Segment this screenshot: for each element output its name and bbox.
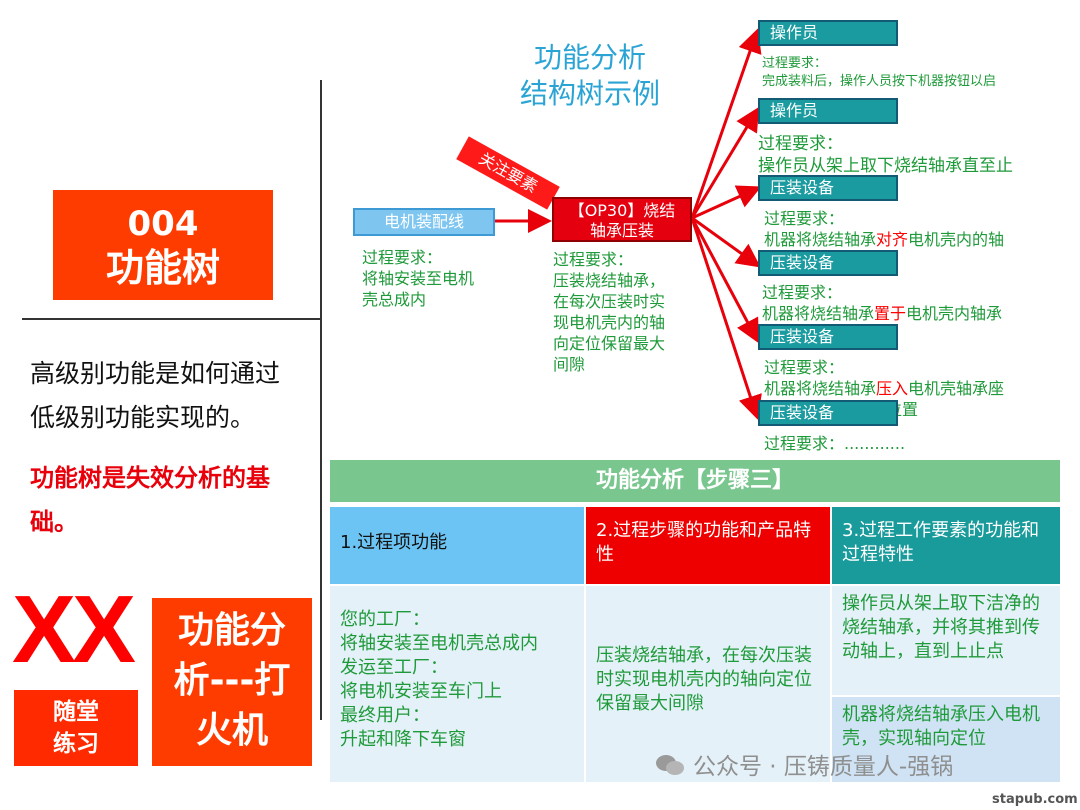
diagram-title-line: 功能分析: [533, 41, 646, 74]
req-label: 过程要求：: [764, 209, 845, 228]
req-label: 过程要求：: [762, 283, 843, 302]
watermark-text: 公众号 · 压铸质量人-强锅: [693, 754, 954, 780]
req-line: 壳总成内: [362, 290, 427, 309]
practice-line: 练习: [53, 731, 99, 757]
root-node-requirement: 过程要求： 将轴安装至电机 壳总成内: [362, 247, 512, 310]
branch-requirement: 过程要求： 机器将烧结轴承压入电机壳轴承座 向位置: [764, 357, 1054, 420]
exercise-line: 功能分: [177, 610, 286, 651]
req-line: 现电机壳内的轴: [553, 313, 666, 332]
req-line: 机器将烧结轴承压入电机壳轴承座: [764, 378, 1054, 399]
table-cell-process-item: 您的工厂： 将轴安装至电机壳总成内 发运至工厂： 将电机安装至车门上 最终用户：…: [330, 586, 584, 782]
req-line: 压装烧结轴承，: [553, 271, 666, 290]
highlight-line: 础。: [30, 508, 78, 536]
req-line: 间隙: [553, 355, 586, 374]
exercise-title-badge: 功能分 析---打 火机: [152, 598, 312, 766]
table-cell-process-step: 压装烧结轴承，在每次压装时实现电机壳内的轴向定位保留最大间隙: [586, 586, 830, 782]
arrow-op-to-branch: [690, 106, 760, 219]
table-cell-work-element: 操作员从架上取下洁净的烧结轴承，并将其推到传动轴上，直到上止点: [832, 586, 1060, 695]
req-keyword: 对齐: [876, 230, 909, 249]
branch-node-box: 压装设备: [758, 250, 898, 276]
op-node-box: 【OP30】烧结 轴承压装: [552, 197, 692, 242]
section-title: 功能树: [105, 246, 220, 290]
exercise-line: 火机: [195, 710, 268, 751]
watermark: 公众号 · 压铸质量人-强锅: [655, 752, 953, 782]
section-badge: 004 功能树: [53, 190, 273, 300]
branch-node-box: 压装设备: [758, 175, 898, 201]
req-text: 机器将烧结轴承: [762, 304, 875, 323]
highlight-line: 功能树是失效分析的基: [30, 464, 270, 492]
diagram-title: 功能分析 结构树示例: [505, 40, 675, 112]
req-text: 机器将烧结轴承: [764, 379, 877, 398]
arrow-op-to-branch: [691, 216, 761, 268]
practice-badge: 随堂 练习: [14, 690, 138, 766]
branch-node-box: 压装设备: [758, 400, 898, 426]
req-text: 电机壳内的轴: [908, 230, 1005, 249]
table-header-cell: 2.过程步骤的功能和产品特性: [586, 507, 830, 584]
practice-line: 随堂: [53, 699, 99, 725]
req-keyword: 置于: [874, 304, 907, 323]
divider-horizontal: [22, 318, 320, 320]
branch-requirement: 过程要求： 完成装料后，操作人员按下机器按钮以启: [762, 55, 1042, 91]
req-label: 过程要求：: [758, 134, 843, 154]
section-number: 004: [127, 204, 199, 244]
arrow-op-to-branch: [690, 28, 762, 219]
op-box-line: 轴承压装: [589, 221, 654, 240]
intro-highlight: 功能树是失效分析的基 础。: [30, 456, 315, 544]
req-label: 过程要求：: [764, 358, 845, 377]
wechat-icon: [656, 755, 684, 775]
table-cell-work-element: 机器将烧结轴承压入电机壳，实现轴向定位: [832, 697, 1060, 782]
site-credit: stapub.com: [992, 792, 1078, 807]
table-header-cell: 1.过程项功能: [330, 507, 584, 584]
op-box-line: 【OP30】烧结: [568, 201, 676, 220]
branch-node-box: 操作员: [758, 20, 898, 46]
table-header-cell: 3.过程工作要素的功能和过程特性: [832, 507, 1060, 584]
cell-line: 发运至工厂：: [340, 657, 448, 678]
req-line: 操作员从架上取下烧结轴承直至止: [758, 156, 1013, 176]
req-line: 将轴安装至电机: [362, 269, 475, 288]
xx-logo-text: XX: [12, 576, 136, 683]
req-text: 电机壳内轴承: [906, 304, 1003, 323]
intro-line: 高级别功能是如何通过: [30, 359, 281, 388]
op-node-requirement: 过程要求： 压装烧结轴承， 在每次压装时实 现电机壳内的轴 向定位保留最大 间隙: [553, 249, 703, 375]
cell-line: 最终用户：: [340, 705, 430, 726]
cell-line: 将轴安装至电机壳总成内: [340, 633, 538, 654]
req-line: 机器将烧结轴承对齐电机壳内的轴: [764, 229, 1054, 250]
req-label: 过程要求：: [762, 56, 828, 71]
arrow-op-to-branch: [690, 217, 759, 344]
root-node-box: 电机装配线: [353, 208, 495, 236]
branch-requirement: 过程要求： 机器将烧结轴承对齐电机壳内的轴: [764, 208, 1054, 250]
intro-line: 低级别功能实现的。: [30, 403, 256, 432]
exercise-line: 析---打: [173, 660, 291, 701]
divider-vertical: [320, 80, 322, 720]
cell-line: 升起和降下车窗: [340, 729, 466, 750]
req-line: 在每次压装时实: [553, 292, 666, 311]
req-label: 过程要求：: [362, 248, 443, 267]
req-line: 机器将烧结轴承置于电机壳内轴承: [762, 303, 1052, 324]
cell-line: 您的工厂：: [340, 609, 430, 630]
diagram-title-line: 结构树示例: [519, 77, 660, 110]
table-title: 功能分析【步骤三】: [330, 460, 1060, 502]
req-text: 机器将烧结轴承: [764, 230, 877, 249]
branch-requirement: 过程要求： 操作员从架上取下烧结轴承直至止: [758, 133, 1048, 177]
cell-line: 将电机安装至车门上: [340, 681, 502, 702]
req-line: 完成装料后，操作人员按下机器按钮以启: [762, 74, 997, 89]
intro-text: 高级别功能是如何通过 低级别功能实现的。: [30, 352, 310, 440]
req-text: 电机壳轴承座: [908, 379, 1005, 398]
req-line: 向定位保留最大: [553, 334, 666, 353]
arrow-op-to-branch: [690, 217, 762, 420]
branch-node-box: 压装设备: [758, 324, 898, 350]
arrow-op-to-branch: [691, 185, 762, 220]
req-keyword: 压入: [876, 379, 909, 398]
req-label: 过程要求：: [553, 250, 634, 269]
branch-requirement: 过程要求：............: [764, 434, 906, 453]
branch-requirement: 过程要求： 机器将烧结轴承置于电机壳内轴承: [762, 282, 1052, 324]
branch-node-box: 操作员: [758, 98, 898, 124]
